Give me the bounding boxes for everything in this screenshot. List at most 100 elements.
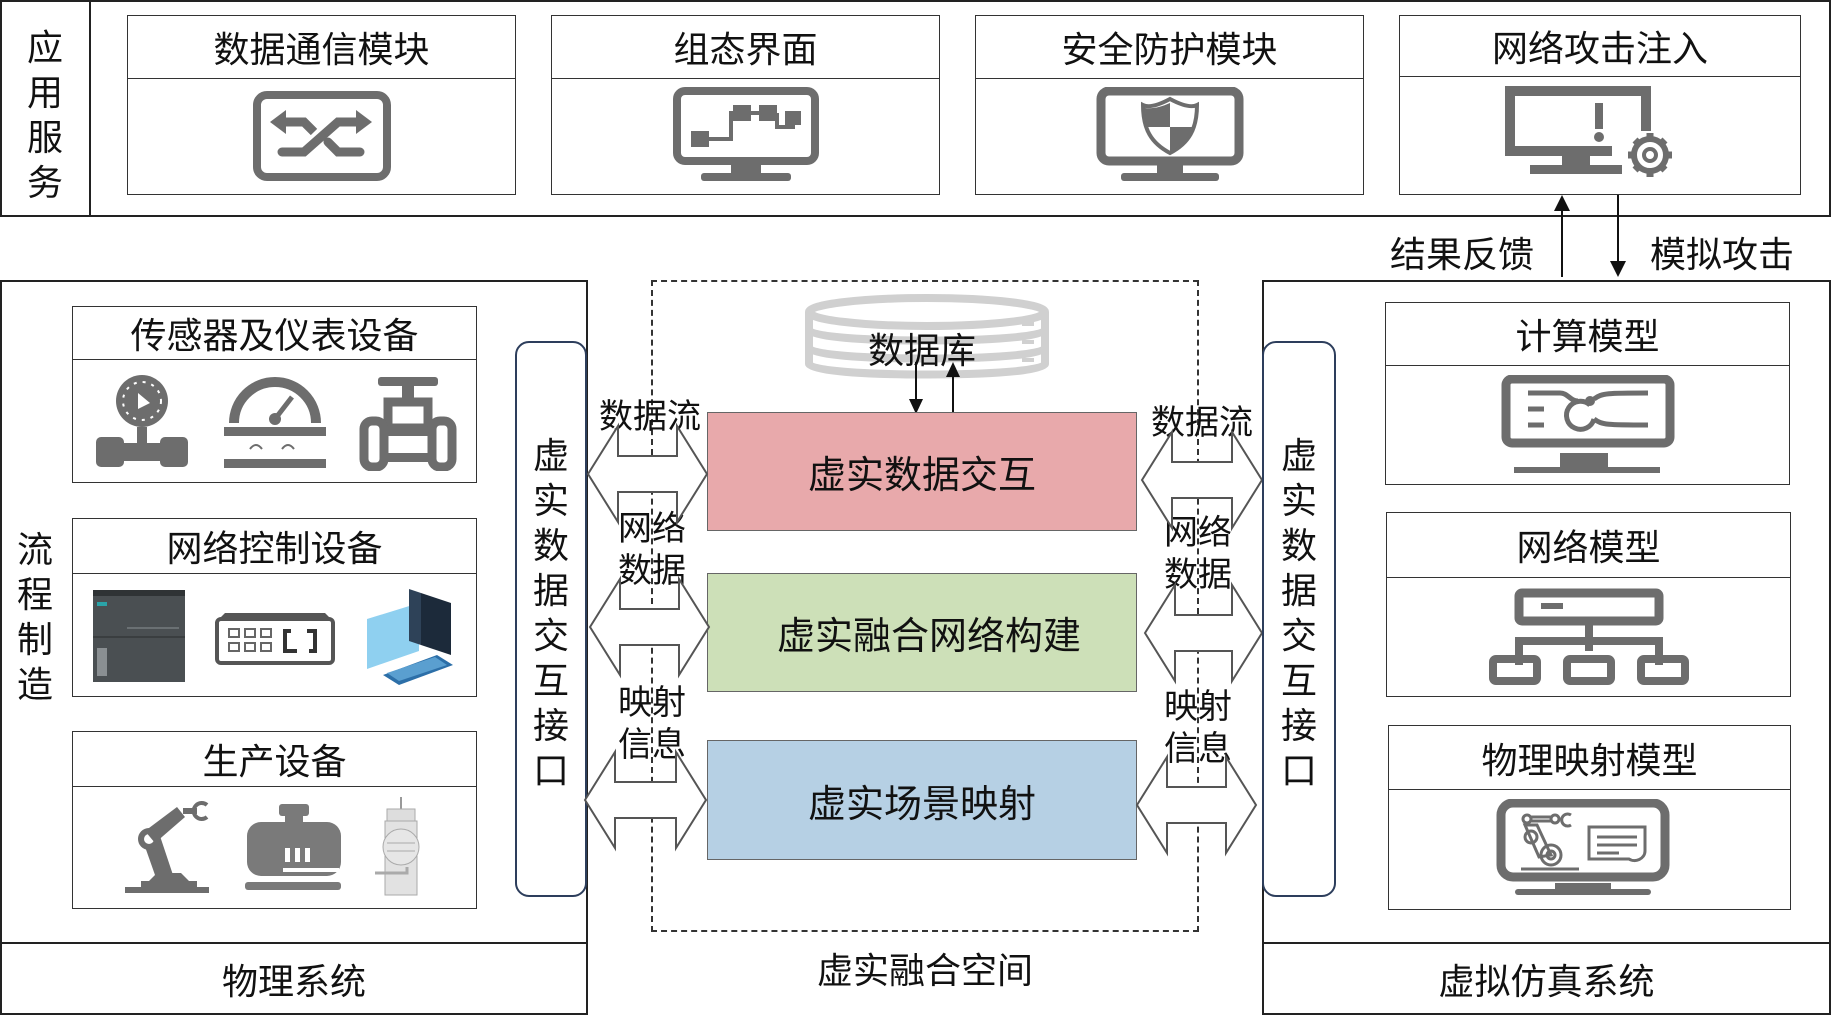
- right-data-interface[interactable]: [1262, 341, 1336, 897]
- interface-label-char: 交: [532, 616, 569, 657]
- attack-label: 模拟攻击: [1650, 235, 1795, 276]
- interface-label-char: 接: [532, 706, 569, 747]
- application-side-label: 应用服务: [10, 26, 80, 206]
- monitor-shield-icon: [1096, 87, 1243, 181]
- side-label-char: 程: [16, 575, 53, 616]
- arrow-up-to-database: [946, 362, 960, 377]
- function-network-construction[interactable]: 虚实融合网络构建: [707, 573, 1137, 692]
- module-network-attack-injection[interactable]: 网络攻击注入: [1399, 15, 1801, 195]
- model-physical-mapping[interactable]: 物理映射模型: [1388, 725, 1791, 910]
- module-title: 安全防护模块: [976, 16, 1363, 79]
- arrow-down-to-interaction: [909, 399, 923, 414]
- attack-arrow-down: [1610, 261, 1626, 277]
- interface-label-char: 口: [1280, 751, 1317, 792]
- module-title: 数据通信模块: [128, 16, 515, 79]
- interface-label-char: 据: [1280, 571, 1317, 612]
- model-title: 计算模型: [1386, 303, 1789, 366]
- monitor-alert-gear-icon: [1505, 86, 1672, 177]
- interface-label-char: 虚: [1280, 436, 1317, 477]
- model-compute[interactable]: 计算模型: [1385, 302, 1790, 485]
- database-icon: [805, 294, 1049, 379]
- side-label-char: 制: [16, 620, 53, 661]
- fusion-space-title: 虚实融合空间: [816, 951, 1033, 992]
- module-configuration-ui[interactable]: 组态界面: [551, 15, 940, 195]
- interface-label-char: 接: [1280, 706, 1317, 747]
- feedback-label: 结果反馈: [1390, 235, 1535, 276]
- network-switch-icon: [214, 612, 335, 665]
- monitor-flowchart-icon: [672, 87, 819, 181]
- left-flow-label-mapping: 映射信息: [612, 682, 692, 766]
- function-data-interaction[interactable]: 虚实数据交互: [707, 412, 1137, 531]
- right-flow-label-data: 数据流: [1151, 403, 1253, 443]
- flow-label-line: 数据: [618, 551, 686, 591]
- right-mapping-info-arrow: [1135, 753, 1258, 857]
- group-production-equipment[interactable]: 生产设备: [72, 731, 477, 909]
- left-data-interface[interactable]: [515, 341, 587, 897]
- interface-label-char: 数: [1280, 526, 1317, 567]
- monitor-compute-icon: [1501, 374, 1674, 473]
- left-network-data-arrow: [588, 575, 711, 679]
- workstation-icon: [366, 588, 453, 685]
- interface-label-char: 数: [532, 526, 569, 567]
- module-data-communication[interactable]: 数据通信模块: [127, 15, 516, 195]
- model-title: 网络模型: [1387, 513, 1790, 578]
- flow-label-line: 信息: [618, 725, 686, 765]
- network-topology-icon: [1488, 588, 1689, 685]
- flow-label-line: 网络: [1164, 513, 1232, 553]
- right-data-flow-arrow: [1140, 428, 1264, 532]
- module-title: 组态界面: [552, 16, 939, 79]
- right-flow-label-network: 网络数据: [1158, 512, 1238, 596]
- function-label: 虚实数据交互: [807, 453, 1036, 497]
- shuffle-exchange-icon: [252, 91, 391, 181]
- left-data-flow-arrow: [586, 422, 709, 526]
- group-title: 网络控制设备: [73, 519, 476, 574]
- flow-meter-icon: [223, 376, 326, 468]
- flow-label-line: 网络: [618, 509, 686, 549]
- interface-label-char: 实: [532, 481, 569, 522]
- flow-label-line: 映射: [618, 683, 686, 723]
- interface-label-char: 实: [1280, 481, 1317, 522]
- module-title: 网络攻击注入: [1400, 16, 1800, 77]
- left-flow-label-network: 网络数据: [612, 508, 692, 592]
- pump-motor-icon: [244, 804, 341, 890]
- flow-label-line: 信息: [1164, 729, 1232, 769]
- interface-label-char: 口: [532, 751, 569, 792]
- side-label-char: 应: [26, 28, 63, 69]
- physical-side-label: 流程制造: [0, 528, 70, 708]
- group-sensors-instruments[interactable]: 传感器及仪表设备: [72, 306, 477, 483]
- plc-icon: [92, 589, 185, 682]
- physical-system-title: 物理系统: [221, 962, 366, 1003]
- group-title: 传感器及仪表设备: [73, 307, 476, 360]
- group-title: 生产设备: [73, 732, 476, 787]
- fusion-space-boundary: [651, 280, 1199, 932]
- flow-label-line: 映射: [1164, 687, 1232, 727]
- side-label-char: 造: [16, 665, 53, 706]
- side-label-char: 服: [26, 118, 63, 159]
- robot-arm-icon: [124, 801, 209, 893]
- right-interface-label: 虚实数据交互接口: [1262, 434, 1336, 794]
- side-label-char: 用: [26, 73, 63, 114]
- interface-label-char: 互: [1280, 661, 1317, 702]
- physical-system-divider: [0, 942, 588, 944]
- side-label-char: 流: [16, 530, 53, 571]
- virtual-system-divider: [1262, 942, 1831, 944]
- right-flow-label-mapping: 映射信息: [1158, 686, 1238, 770]
- interface-label-char: 据: [532, 571, 569, 612]
- model-title: 物理映射模型: [1389, 726, 1790, 790]
- function-label: 虚实融合网络构建: [776, 614, 1081, 658]
- feedback-arrow-up: [1554, 195, 1570, 211]
- group-network-control[interactable]: 网络控制设备: [72, 518, 477, 697]
- left-interface-label: 虚实数据交互接口: [515, 434, 587, 794]
- interface-label-char: 互: [532, 661, 569, 702]
- module-security-protection[interactable]: 安全防护模块: [975, 15, 1364, 195]
- reactor-vessel-icon: [374, 797, 419, 896]
- pressure-gauge-icon: [95, 374, 188, 467]
- interface-label-char: 交: [1280, 616, 1317, 657]
- model-network[interactable]: 网络模型: [1386, 512, 1791, 697]
- application-layer-divider: [89, 0, 91, 217]
- interface-label-char: 虚: [532, 436, 569, 477]
- monitor-robot-icon: [1496, 799, 1669, 895]
- feedback-attack-arrows: [1554, 195, 1626, 277]
- function-scene-mapping[interactable]: 虚实场景映射: [707, 740, 1137, 860]
